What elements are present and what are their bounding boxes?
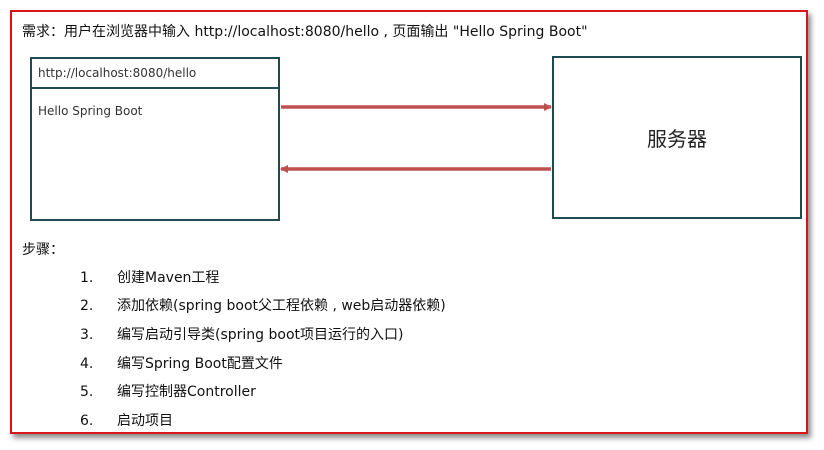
browser-window: http://localhost:8080/hello Hello Spring… — [30, 57, 280, 221]
step-text: 启动项目 — [117, 413, 173, 429]
step-number: 5. — [80, 384, 94, 400]
server-label: 服务器 — [647, 127, 707, 151]
requirement-text: 需求：用户在浏览器中输入 http://localhost:8080/hello… — [22, 24, 588, 40]
browser-address-bar: http://localhost:8080/hello — [32, 59, 278, 89]
step-number: 3. — [80, 327, 94, 343]
step-number: 4. — [80, 356, 94, 372]
step-text: 添加依赖(spring boot父工程依赖 , web启动器依赖) — [117, 298, 446, 314]
diagram-frame — [10, 10, 808, 434]
step-number: 6. — [80, 413, 94, 429]
step-number: 1. — [80, 270, 94, 286]
step-number: 2. — [80, 298, 94, 314]
step-text: 编写控制器Controller — [117, 384, 256, 400]
step-text: 创建Maven工程 — [117, 270, 220, 286]
browser-page-output: Hello Spring Boot — [38, 104, 143, 118]
steps-title: 步骤： — [22, 242, 64, 258]
server-box: 服务器 — [552, 56, 802, 219]
step-text: 编写Spring Boot配置文件 — [117, 356, 283, 372]
step-text: 编写启动引导类(spring boot项目运行的入口) — [117, 327, 404, 343]
